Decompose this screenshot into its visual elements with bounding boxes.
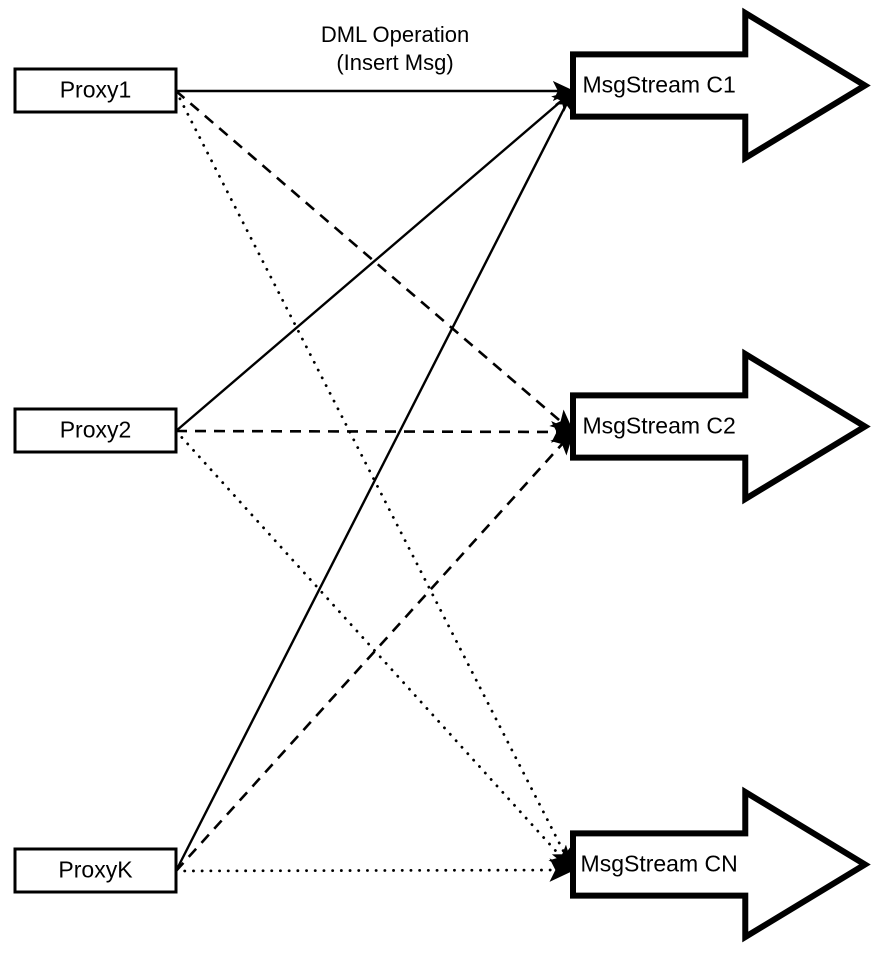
proxy-box-shape: [13, 407, 178, 454]
edge-proxy2-to-stream_c2: [175, 421, 575, 443]
proxy-box-shape: [13, 847, 178, 894]
msgstream-arrow-shape: [570, 786, 871, 943]
proxy-box-shape: [13, 67, 178, 114]
streams-layer: MsgStream C1 MsgStream C2 MsgStream CN: [570, 7, 871, 943]
msgstream-arrow-shape: [570, 7, 871, 164]
msgstream-arrow-shape: [570, 348, 871, 505]
proxy-label: ProxyK: [58, 857, 133, 883]
edge-label-line1: DML Operation: [321, 22, 469, 47]
edge-label-line2: (Insert Msg): [336, 50, 453, 75]
proxy-label: Proxy1: [60, 77, 132, 103]
edge-proxy2-to-stream_c1: [175, 90, 575, 432]
proxy-node-proxy1[interactable]: Proxy1: [13, 67, 178, 114]
msgstream-node-msgstream-c2[interactable]: MsgStream C2: [570, 348, 871, 505]
proxy-label: Proxy2: [60, 417, 132, 443]
edge-proxy2-to-stream_cn: [174, 429, 575, 872]
proxy-node-proxyk[interactable]: ProxyK: [13, 847, 178, 894]
edge-proxyk-to-stream_c2: [175, 430, 575, 872]
edge-proxyk-to-stream_cn: [174, 858, 575, 882]
msgstream-label: MsgStream C2: [582, 413, 735, 439]
edge-label-dml-operation: DML Operation (Insert Msg): [321, 22, 469, 75]
msgstream-node-msgstream-cn[interactable]: MsgStream CN: [570, 786, 871, 943]
edges-layer: [174, 80, 575, 882]
msgstream-label: MsgStream C1: [582, 72, 735, 98]
msgstream-node-msgstream-c1[interactable]: MsgStream C1: [570, 7, 871, 164]
msgstream-label: MsgStream CN: [581, 851, 738, 877]
proxy-node-proxy2[interactable]: Proxy2: [13, 407, 178, 454]
edge-proxyk-to-stream_c1: [174, 89, 575, 872]
